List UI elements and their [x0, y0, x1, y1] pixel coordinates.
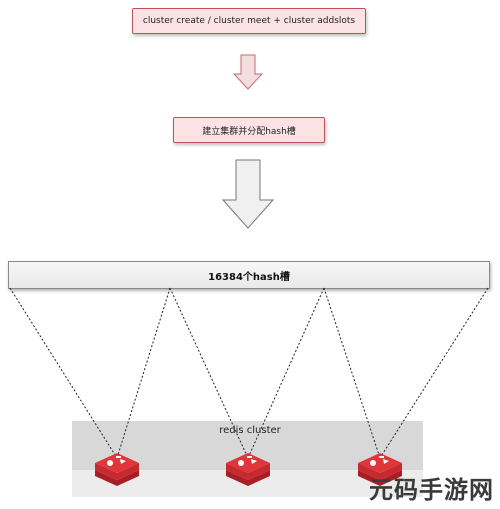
slot-line: [9, 287, 118, 459]
create-cluster-label: 建立集群并分配hash槽: [202, 126, 296, 137]
hash-slot-label: 16384个hash槽: [208, 271, 290, 283]
cluster-command-label: cluster create / cluster meet + cluster …: [142, 16, 356, 26]
slot-line: [379, 287, 489, 459]
slot-line: [247, 287, 325, 459]
slot-line: [323, 287, 381, 459]
create-cluster-box: 建立集群并分配hash槽: [173, 117, 325, 143]
flow-arrows: [221, 54, 275, 229]
large-down-arrow: [221, 159, 275, 229]
slot-line: [116, 287, 171, 459]
small-down-arrow: [232, 54, 264, 90]
slot-line: [169, 287, 249, 459]
site-watermark: 元码手游网: [369, 476, 494, 504]
slot-lines: [9, 287, 489, 459]
redis-node-2-icon: [226, 453, 270, 486]
redis-node-3-icon: [358, 453, 402, 486]
redis-node-1-icon: [95, 453, 139, 486]
cluster-command-box: cluster create / cluster meet + cluster …: [132, 8, 366, 34]
redis-cluster-label: redis cluster: [219, 425, 281, 436]
hash-slot-bar: 16384个hash槽: [8, 261, 490, 289]
